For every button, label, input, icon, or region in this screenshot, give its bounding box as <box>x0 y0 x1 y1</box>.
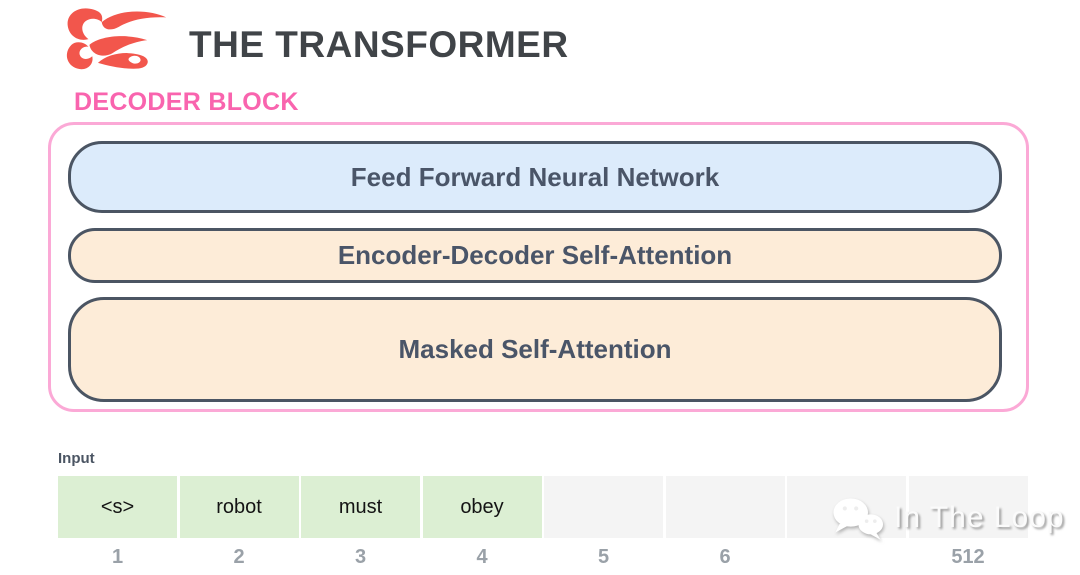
token-cell-empty <box>544 476 663 538</box>
token-cell-empty <box>665 476 785 538</box>
page-title: THE TRANSFORMER <box>189 24 569 65</box>
token-cell: must <box>301 476 420 538</box>
token-cell-empty <box>787 476 906 538</box>
input-label: Input <box>58 450 95 467</box>
position-label: 6 <box>719 546 731 568</box>
layer-masked-attention-label: Masked Self-Attention <box>398 334 672 364</box>
position-label: 1 <box>111 546 124 568</box>
position-label: 5 <box>597 546 610 568</box>
token-cell: robot <box>179 476 299 538</box>
input-token-row: <s> robot must obey <box>58 476 1028 538</box>
position-label: 3 <box>354 546 367 568</box>
position-label: 2 <box>233 546 245 568</box>
flame-logo-icon <box>66 8 167 70</box>
layer-feed-forward-label: Feed Forward Neural Network <box>350 161 720 192</box>
position-label: 4 <box>476 546 488 568</box>
decoder-block-frame: Feed Forward Neural Network Encoder-Deco… <box>48 122 1029 412</box>
layer-masked-attention: Masked Self-Attention <box>68 297 1002 402</box>
token-cell: <s> <box>58 476 177 538</box>
layer-feed-forward: Feed Forward Neural Network <box>68 141 1002 213</box>
token-cell-empty <box>908 476 1028 538</box>
layer-encoder-decoder-attention: Encoder-Decoder Self-Attention <box>68 228 1002 283</box>
layer-encoder-decoder-attention-label: Encoder-Decoder Self-Attention <box>337 240 733 270</box>
position-label <box>787 546 906 569</box>
decoder-block-heading: DECODER BLOCK <box>74 88 299 116</box>
token-cell: obey <box>422 476 542 538</box>
position-label: 512 <box>951 546 985 568</box>
position-row: 1 2 3 4 5 6 512 <box>58 546 1028 569</box>
